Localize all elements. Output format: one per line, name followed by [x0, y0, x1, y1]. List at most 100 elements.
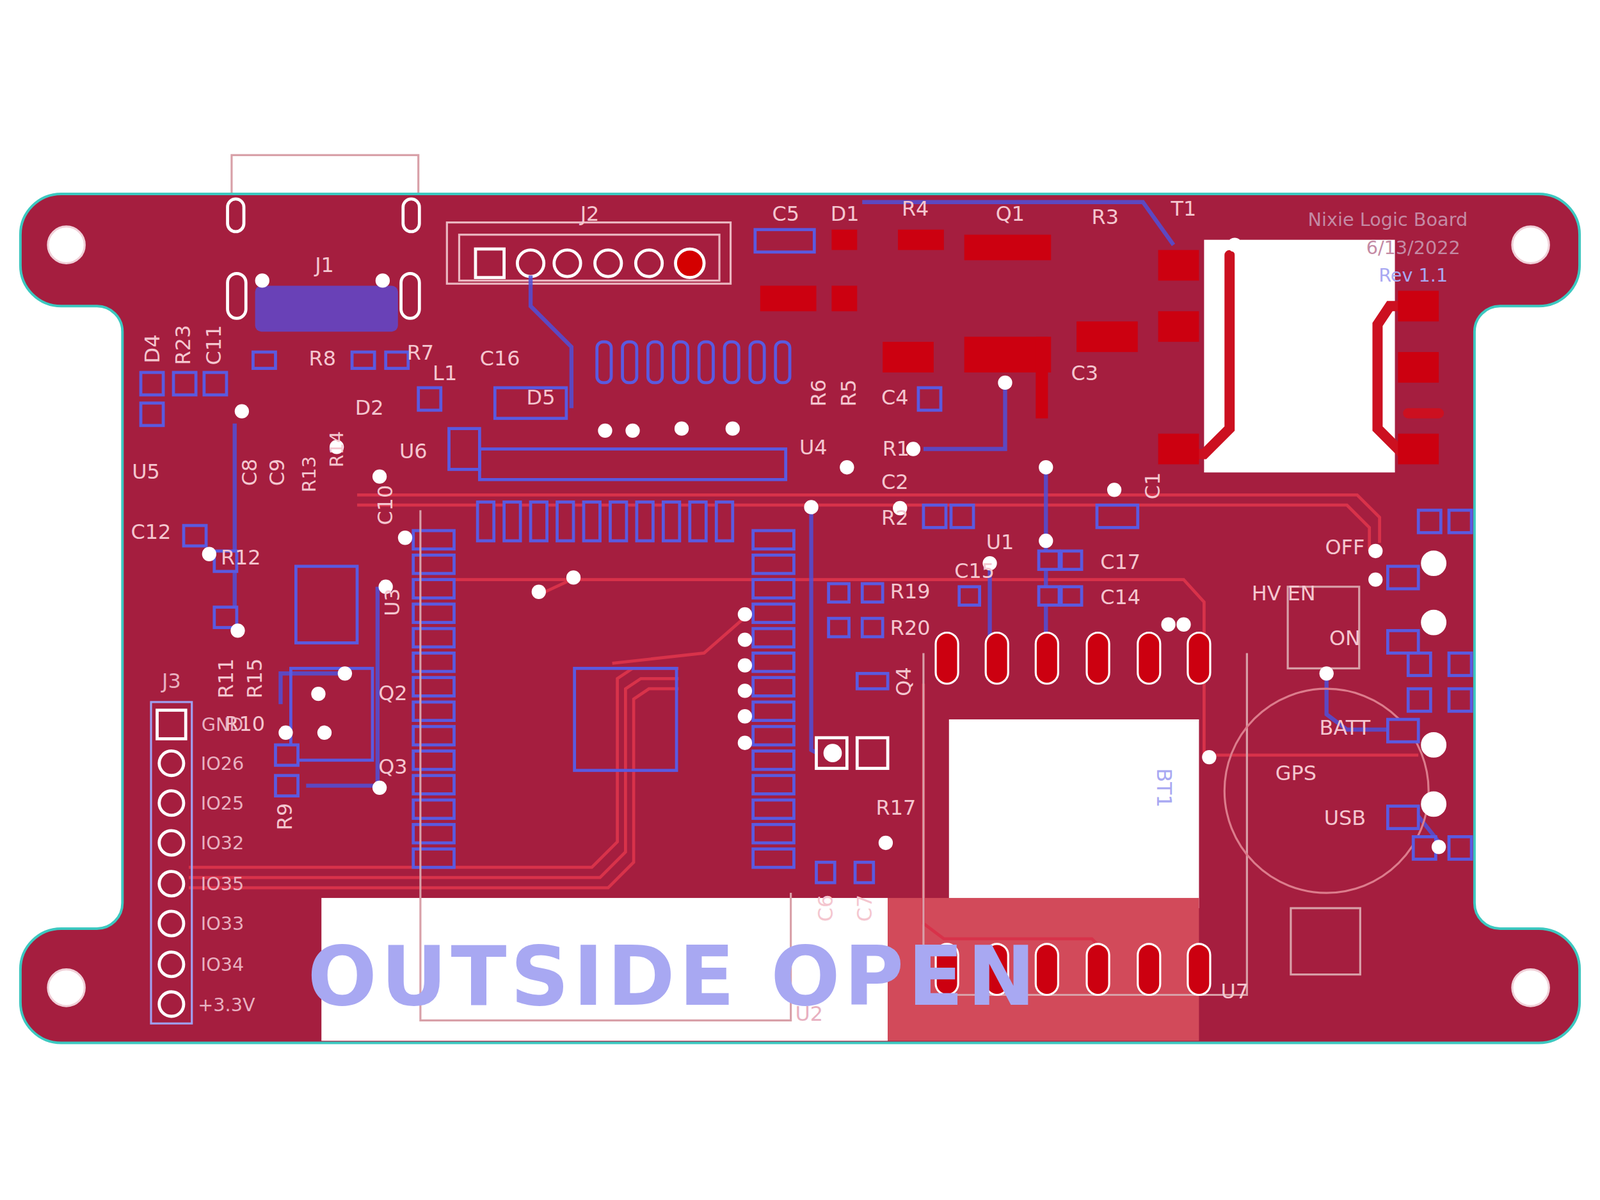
ic-pad: [753, 750, 795, 770]
smd-pad-blue: [1096, 504, 1138, 528]
via: [398, 530, 413, 545]
ic-u7-pad: [985, 632, 1008, 685]
via: [1176, 617, 1191, 632]
via: [337, 666, 352, 681]
ic-pad: [295, 566, 358, 644]
smd-pad-blue: [385, 352, 409, 369]
smd-pad-blue: [1448, 688, 1472, 712]
via: [737, 632, 752, 648]
silkscreen-label: R2: [881, 508, 909, 529]
ic-u7-pad: [1086, 944, 1110, 996]
usb-connector-pins: [255, 285, 399, 332]
via: [1107, 482, 1122, 497]
ic-pad: [750, 341, 765, 383]
via: [997, 375, 1012, 390]
silkscreen-label: C4: [881, 387, 909, 409]
silkscreen-label: IO33: [200, 914, 245, 934]
silkscreen-label: C16: [480, 348, 521, 370]
via: [1160, 617, 1176, 632]
silkscreen-label: IO35: [200, 874, 245, 893]
switch-pad: [1421, 732, 1446, 758]
silkscreen-label: U6: [399, 441, 428, 463]
via: [531, 584, 546, 600]
smd-pad-blue: [862, 618, 883, 637]
ic-pad: [753, 702, 795, 721]
ic-pad: [597, 341, 612, 383]
mounting-hole: [48, 226, 85, 264]
ic-pad: [716, 501, 733, 541]
ic-u7-pad: [1187, 632, 1211, 685]
ic-pad: [636, 501, 654, 541]
ic-u7-pad: [935, 632, 959, 685]
copper-trace-red: [923, 683, 1108, 955]
silkscreen-label: R13: [300, 456, 319, 493]
board-cutout: [949, 719, 1200, 909]
smd-pad-blue: [1387, 630, 1419, 653]
silkscreen-label: R23: [173, 325, 194, 366]
via: [255, 273, 270, 288]
smd-pad-blue: [204, 372, 227, 395]
copper-trace-red: [1193, 255, 1230, 455]
silkscreen-label: C6: [816, 894, 838, 923]
via: [839, 460, 854, 475]
mounting-hole: [48, 226, 1549, 1007]
silkscreen-label: C12: [131, 522, 172, 543]
via: [597, 423, 612, 438]
smd-pad-blue: [173, 372, 196, 395]
smd-pad-red: [1158, 433, 1200, 465]
ic-pad: [753, 554, 795, 574]
via: [1227, 237, 1242, 252]
silkscreen-label: Rev 1.1: [1378, 266, 1448, 285]
ic-pad: [583, 501, 601, 541]
silkscreen-label: R14: [327, 430, 347, 467]
silkscreen-label: Q3: [378, 757, 408, 778]
copper-trace-red: [1193, 255, 1439, 455]
silkscreen-label: C2: [881, 472, 909, 493]
via: [725, 421, 740, 436]
smd-pad-blue: [1061, 551, 1082, 570]
switch-pad: [1421, 791, 1446, 816]
pin-header-j3: [157, 710, 187, 1017]
smd-pad-blue: [828, 583, 850, 603]
silkscreen-label: 6/13/2022: [1366, 238, 1461, 258]
header-outline: [151, 702, 192, 1024]
ic-pad: [753, 604, 795, 623]
via: [317, 725, 332, 740]
switch-pad: [1421, 551, 1446, 576]
via: [1368, 544, 1383, 559]
header-pin: [675, 248, 704, 278]
smd-pad-blue: [494, 387, 567, 419]
via: [234, 403, 249, 418]
silkscreen-label: U1: [986, 532, 1015, 553]
smd-pad-blue: [1387, 806, 1419, 829]
smd-pad-blue: [828, 618, 850, 637]
silkscreen-label: U3: [382, 588, 404, 617]
via: [375, 273, 390, 288]
silkscreen-label: GND: [201, 715, 244, 735]
smd-pad-red: [897, 229, 944, 251]
ic-u7-pad: [1086, 632, 1110, 685]
silkscreen-label: Nixie Logic Board: [1308, 209, 1469, 229]
ic-pad: [753, 530, 795, 550]
via: [372, 469, 387, 484]
copper-trace-red: [1408, 408, 1439, 419]
via: [1038, 533, 1053, 548]
silkscreen-label: R9: [275, 802, 296, 830]
smd-pad-blue: [214, 607, 237, 628]
copper-trace-red: [188, 688, 679, 888]
smd-pad-blue: [140, 372, 164, 395]
silkscreen-label: L1: [432, 363, 457, 384]
smd-pad-blue: [1038, 586, 1060, 606]
header-outline: [458, 234, 720, 281]
smd-pad-blue: [1448, 652, 1472, 676]
silkscreen-label: R12: [220, 547, 262, 569]
silkscreen-label: J3: [161, 671, 182, 692]
smd-pad-blue: [1418, 510, 1441, 533]
usb-connector-pad: [227, 273, 247, 319]
via: [372, 780, 387, 795]
smd-pad-blue: [275, 775, 298, 797]
silkscreen-label: OFF: [1325, 537, 1366, 559]
smd-pad-blue: [252, 352, 276, 369]
silkscreen-label: C17: [1100, 552, 1141, 573]
